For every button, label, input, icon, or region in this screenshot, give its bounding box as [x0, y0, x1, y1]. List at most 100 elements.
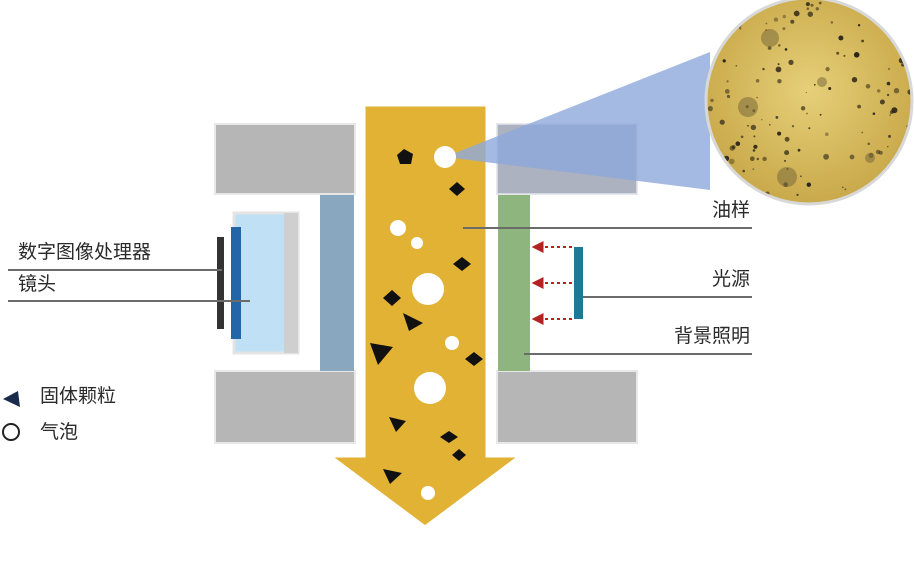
debris-speck	[761, 119, 763, 121]
lens-bar	[231, 227, 241, 339]
housing-top-left	[214, 123, 356, 195]
debris-blob	[738, 97, 758, 117]
debris-speck	[710, 98, 714, 103]
debris-speck	[750, 156, 755, 161]
debris-speck	[844, 188, 847, 191]
debris-speck	[775, 116, 779, 119]
debris-blob	[777, 167, 797, 187]
bubble	[412, 273, 444, 305]
particle	[370, 343, 393, 365]
debris-speck	[731, 20, 737, 26]
debris-speck	[907, 51, 910, 54]
debris-speck	[756, 96, 758, 99]
debris-speck	[810, 3, 814, 7]
debris-speck	[889, 114, 891, 116]
debris-blob	[865, 153, 875, 163]
debris-speck	[777, 131, 782, 136]
magnified-view	[704, 0, 914, 206]
debris-speck	[902, 186, 909, 192]
debris-speck	[843, 54, 846, 57]
debris-speck	[739, 27, 742, 30]
debris-speck	[877, 89, 881, 93]
debris-speck	[784, 48, 788, 51]
debris-speck	[735, 141, 741, 146]
debris-speck	[788, 59, 794, 65]
housing-bottom-right	[496, 370, 638, 444]
debris-speck	[849, 154, 855, 160]
debris-speck	[807, 11, 813, 17]
debris-speck	[753, 144, 758, 149]
debris-speck	[836, 51, 840, 55]
bubble	[411, 237, 423, 249]
particle	[397, 149, 413, 164]
debris-speck	[752, 149, 756, 152]
debris-speck	[805, 2, 810, 7]
debris-speck	[887, 146, 889, 148]
lens-label: 镜头	[18, 273, 57, 295]
debris-speck	[724, 89, 730, 94]
debris-speck	[784, 159, 786, 162]
debris-speck	[707, 106, 713, 112]
particle	[465, 352, 483, 366]
debris-speck	[819, 113, 822, 116]
debris-speck	[800, 175, 802, 178]
debris-speck	[888, 134, 891, 138]
lens-edge	[284, 213, 298, 353]
debris-speck	[879, 99, 885, 105]
debris-speck	[724, 24, 727, 27]
debris-speck	[790, 19, 795, 24]
debris-speck	[887, 67, 891, 71]
bubble	[421, 486, 435, 500]
debris-speck	[867, 201, 870, 204]
debris-speck	[722, 11, 725, 14]
debris-speck	[898, 15, 902, 18]
bubble-legend-icon	[2, 423, 20, 441]
particle	[383, 469, 402, 484]
particle	[389, 417, 406, 432]
debris-speck	[737, 15, 742, 20]
debris-speck	[769, 124, 771, 126]
debris-speck	[806, 182, 811, 187]
debris-speck	[773, 17, 779, 22]
debris-speck	[861, 131, 864, 134]
debris-speck	[767, 46, 772, 50]
debris-speck	[875, 149, 881, 155]
debris-speck	[762, 67, 765, 71]
debris-speck	[753, 135, 756, 138]
debris-speck	[894, 31, 897, 34]
debris-blob	[761, 29, 779, 47]
debris-speck	[861, 39, 864, 43]
housing-top-right-overlay	[497, 124, 637, 194]
debris-speck	[747, 124, 749, 127]
debris-speck	[778, 44, 781, 47]
debris-speck	[765, 22, 768, 25]
debris-speck	[726, 94, 731, 99]
debris-speck	[867, 142, 871, 146]
debris-speck	[828, 87, 832, 90]
debris-blob	[817, 77, 827, 87]
debris-speck	[825, 67, 830, 72]
bubble	[445, 336, 459, 350]
oil-sample-label: 油样	[712, 199, 751, 221]
debris-speck	[823, 153, 829, 160]
debris-speck	[797, 148, 801, 152]
debris-speck	[889, 110, 894, 114]
debris-speck	[851, 77, 858, 83]
debris-speck	[782, 14, 787, 19]
debris-speck	[850, 0, 853, 3]
debris-speck	[813, 83, 816, 86]
debris-speck	[800, 106, 806, 111]
particle	[440, 431, 458, 443]
debris-speck	[752, 168, 755, 171]
debris-speck	[857, 104, 861, 109]
debris-speck	[825, 132, 829, 136]
right-window-backlight	[498, 195, 530, 371]
solid-particles	[370, 149, 483, 484]
debris-speck	[707, 23, 711, 27]
debris-speck	[818, 1, 822, 5]
debris-speck	[806, 112, 808, 115]
leader-lines	[8, 227, 752, 355]
debris-speck	[762, 156, 767, 162]
debris-speck	[893, 88, 900, 94]
